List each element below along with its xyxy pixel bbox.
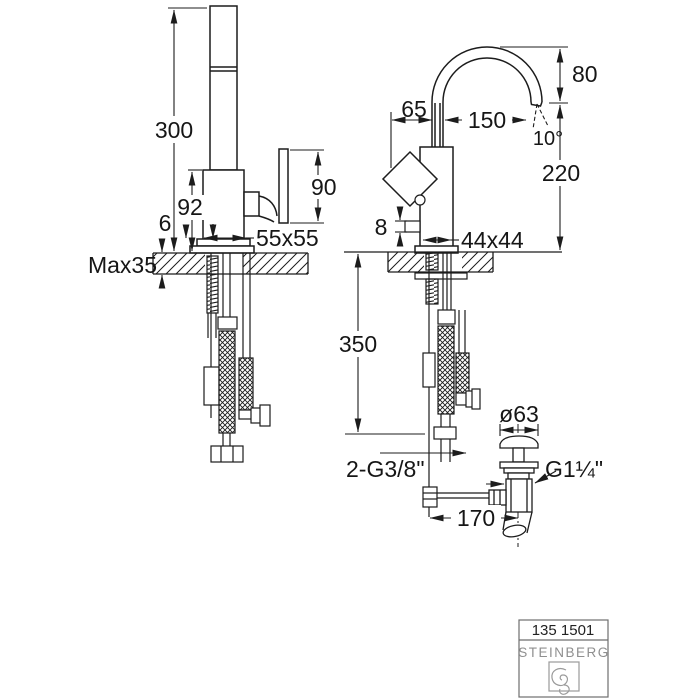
- dim-base-footprint-front: 55x55: [203, 225, 319, 251]
- dim-spout-reach: 150: [444, 107, 527, 133]
- dim-label-170: 170: [457, 505, 495, 531]
- dim-drain-thread: G1¼": [486, 456, 603, 488]
- dim-label-10deg: 10°: [533, 128, 563, 150]
- dim-label-220: 220: [542, 160, 580, 186]
- front-under-counter-assembly: [203, 253, 271, 463]
- dim-label-90: 90: [311, 174, 337, 200]
- dim-label-300: 300: [155, 117, 193, 143]
- dim-label-55x55: 55x55: [256, 225, 319, 251]
- title-block: 135 1501 STEINBERG: [518, 619, 610, 698]
- dim-label-6: 6: [159, 210, 172, 236]
- dim-label-65: 65: [401, 96, 427, 122]
- dim-label-350: 350: [339, 331, 377, 357]
- dim-label-92: 92: [177, 194, 203, 220]
- dim-body-height: 92: [175, 169, 208, 252]
- dim-spout-offset: 65: [390, 96, 433, 168]
- dim-rod-offset: 170: [429, 505, 519, 531]
- front-handle-lever: [243, 148, 289, 224]
- front-view: 300 92 6 Max35 90 55x55: [88, 5, 337, 463]
- dim-side-port: 8: [375, 206, 407, 247]
- dim-hose-length: 350: [335, 253, 425, 435]
- dim-supply-connection: 2-G3/8": [346, 449, 467, 482]
- dim-handle-height: 90: [290, 149, 337, 224]
- dim-label-150: 150: [468, 107, 506, 133]
- dim-label-o63: ø63: [499, 401, 539, 427]
- dim-label-44x44: 44x44: [461, 227, 524, 253]
- dim-label-8: 8: [375, 214, 388, 240]
- diamond-handle: [381, 150, 439, 208]
- product-code: 135 1501: [532, 622, 595, 639]
- dim-outlet-angle: 10°: [532, 103, 563, 150]
- side-view: 65 150 80 10° 220 8: [335, 46, 603, 547]
- brand-logo-icon: [548, 661, 580, 695]
- dim-max-thickness: Max35: [88, 238, 166, 289]
- drain-assembly: [488, 424, 539, 547]
- side-body: [381, 146, 459, 254]
- front-countertop: [152, 252, 309, 275]
- dim-spout-drop: 80: [500, 46, 598, 104]
- dim-label-80: 80: [572, 61, 598, 87]
- dim-total-height: 300: [152, 7, 207, 252]
- dim-label-g114: G1¼": [545, 456, 603, 482]
- dim-base-footprint-side: 44x44: [422, 227, 524, 253]
- brand-name: STEINBERG: [518, 645, 610, 660]
- dim-label-g38: 2-G3/8": [346, 456, 424, 482]
- side-countertop: [344, 251, 562, 273]
- side-spout: [431, 46, 543, 187]
- dim-drain-cap-diameter: ø63: [499, 401, 539, 436]
- dim-outlet-height: 220: [538, 104, 584, 251]
- side-under-counter-assembly: [414, 252, 489, 517]
- dim-label-max35: Max35: [88, 252, 157, 278]
